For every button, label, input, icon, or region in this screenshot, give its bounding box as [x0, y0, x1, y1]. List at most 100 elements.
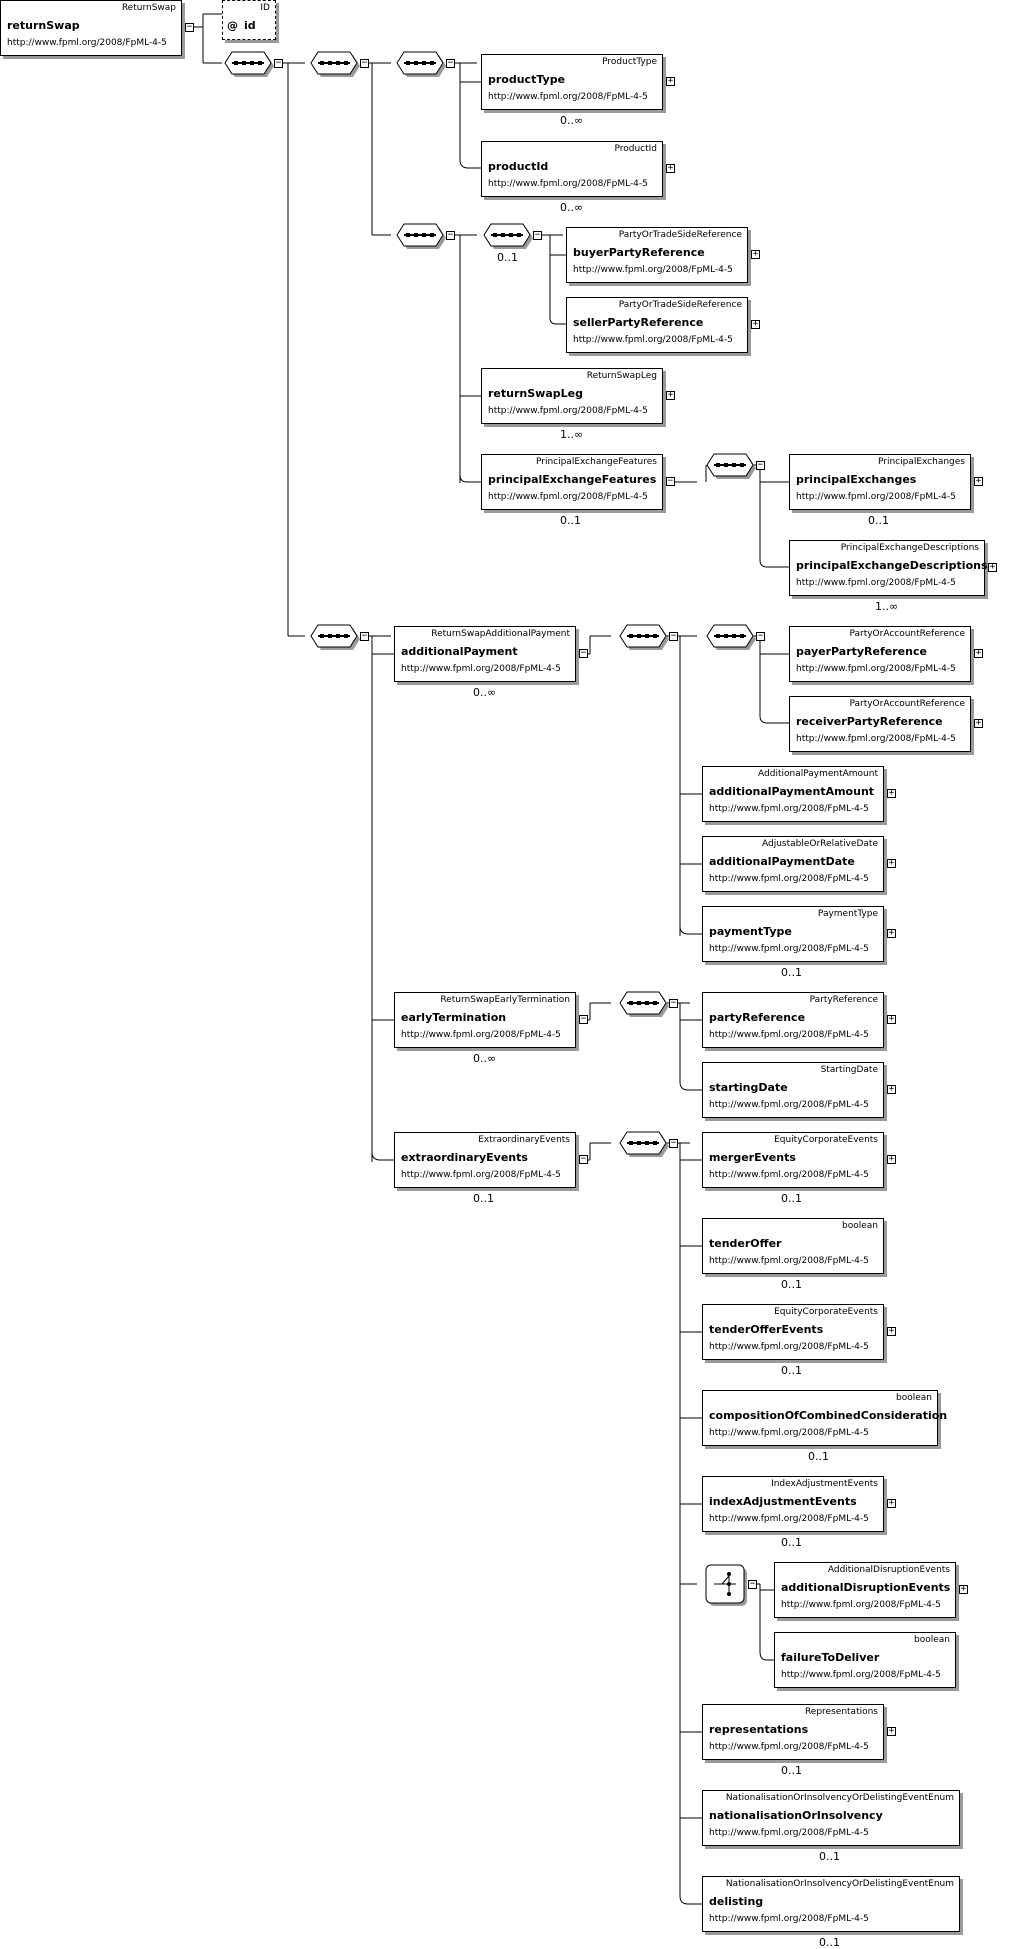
expand-toggle-icon[interactable]: + [988, 562, 997, 572]
expand-toggle-icon[interactable]: + [666, 390, 675, 400]
element-type: boolean [842, 1221, 878, 1231]
element-namespace: http://www.fpml.org/2008/FpML-4-5 [709, 1428, 869, 1438]
element-box-delisting[interactable]: NationalisationOrInsolvencyOrDelistingEv… [702, 1876, 960, 1932]
expand-toggle-icon[interactable]: + [974, 648, 983, 658]
collapse-toggle-icon[interactable]: − [579, 1014, 588, 1024]
collapse-toggle-icon[interactable]: − [274, 58, 283, 68]
expand-toggle-icon[interactable]: + [887, 1726, 896, 1736]
sequence-compositor-icon[interactable] [396, 223, 446, 249]
expand-toggle-icon[interactable]: + [887, 1326, 896, 1336]
occurrence-label: 0..1 [781, 1364, 802, 1377]
collapse-toggle-icon[interactable]: − [446, 58, 455, 68]
occurrence-label: 0..1 [781, 1764, 802, 1777]
collapse-toggle-icon[interactable]: − [748, 1579, 757, 1589]
element-namespace: http://www.fpml.org/2008/FpML-4-5 [796, 492, 956, 502]
element-namespace: http://www.fpml.org/2008/FpML-4-5 [709, 1742, 869, 1752]
sequence-compositor-icon[interactable] [310, 624, 360, 650]
collapse-toggle-icon[interactable]: − [579, 648, 588, 658]
collapse-toggle-icon[interactable]: − [360, 631, 369, 641]
expand-toggle-icon[interactable]: + [751, 319, 760, 329]
occurrence-label: 0..1 [819, 1936, 840, 1949]
expand-toggle-icon[interactable]: + [887, 1498, 896, 1508]
expand-toggle-icon[interactable]: + [959, 1584, 968, 1594]
collapse-toggle-icon[interactable]: − [669, 1138, 678, 1148]
sequence-compositor-icon[interactable] [706, 453, 756, 479]
sequence-compositor-icon[interactable] [619, 991, 669, 1017]
attribute-box-id[interactable]: ID@id [222, 0, 276, 40]
collapse-toggle-icon[interactable]: − [360, 58, 369, 68]
element-name: additionalPayment [401, 645, 518, 658]
element-name: productId [488, 160, 549, 173]
expand-toggle-icon[interactable]: + [666, 76, 675, 86]
expand-toggle-icon[interactable]: + [887, 788, 896, 798]
element-name: delisting [709, 1895, 764, 1908]
occurrence-label: 0..1 [868, 514, 889, 527]
expand-toggle-icon[interactable]: + [974, 718, 983, 728]
expand-toggle-icon[interactable]: + [887, 1014, 896, 1024]
expand-toggle-icon[interactable]: + [887, 858, 896, 868]
element-namespace: http://www.fpml.org/2008/FpML-4-5 [7, 38, 167, 48]
element-type: NationalisationOrInsolvencyOrDelistingEv… [725, 1793, 954, 1803]
collapse-toggle-icon[interactable]: − [666, 476, 675, 486]
sequence-compositor-icon[interactable] [483, 223, 533, 249]
choice-compositor-icon[interactable] [705, 1564, 747, 1606]
expand-toggle-icon[interactable]: + [887, 928, 896, 938]
sequence-compositor-icon[interactable] [310, 51, 360, 77]
expand-toggle-icon[interactable]: + [974, 476, 983, 486]
element-namespace: http://www.fpml.org/2008/FpML-4-5 [709, 1828, 869, 1838]
element-type: boolean [914, 1635, 950, 1645]
expand-toggle-icon[interactable]: + [887, 1084, 896, 1094]
collapse-toggle-icon[interactable]: − [446, 230, 455, 240]
collapse-toggle-icon[interactable]: − [533, 230, 542, 240]
sequence-compositor-icon[interactable] [619, 624, 669, 650]
collapse-toggle-icon[interactable]: − [756, 631, 765, 641]
element-name: nationalisationOrInsolvency [709, 1809, 883, 1822]
collapse-toggle-icon[interactable]: − [669, 998, 678, 1008]
sequence-compositor-icon[interactable] [396, 51, 446, 77]
collapse-toggle-icon[interactable]: − [669, 631, 678, 641]
element-name: additionalDisruptionEvents [781, 1581, 951, 1594]
sequence-compositor-icon[interactable] [224, 51, 274, 77]
element-type: AdditionalPaymentAmount [758, 769, 878, 779]
collapse-toggle-icon[interactable]: − [756, 460, 765, 470]
element-type: ProductType [602, 57, 657, 67]
occurrence-label: 0..1 [781, 1536, 802, 1549]
occurrence-label: 0..1 [781, 1192, 802, 1205]
sequence-compositor-icon[interactable] [619, 1131, 669, 1157]
element-namespace: http://www.fpml.org/2008/FpML-4-5 [709, 1030, 869, 1040]
expand-toggle-icon[interactable]: + [751, 249, 760, 259]
expand-toggle-icon[interactable]: + [887, 1154, 896, 1164]
expand-toggle-icon[interactable]: + [666, 163, 675, 173]
element-box-nationalisation-or-insolvency[interactable]: NationalisationOrInsolvencyOrDelistingEv… [702, 1790, 960, 1846]
collapse-toggle-icon[interactable]: − [185, 22, 194, 32]
collapse-toggle-icon[interactable]: − [579, 1154, 588, 1164]
sequence-compositor-icon[interactable] [706, 624, 756, 650]
